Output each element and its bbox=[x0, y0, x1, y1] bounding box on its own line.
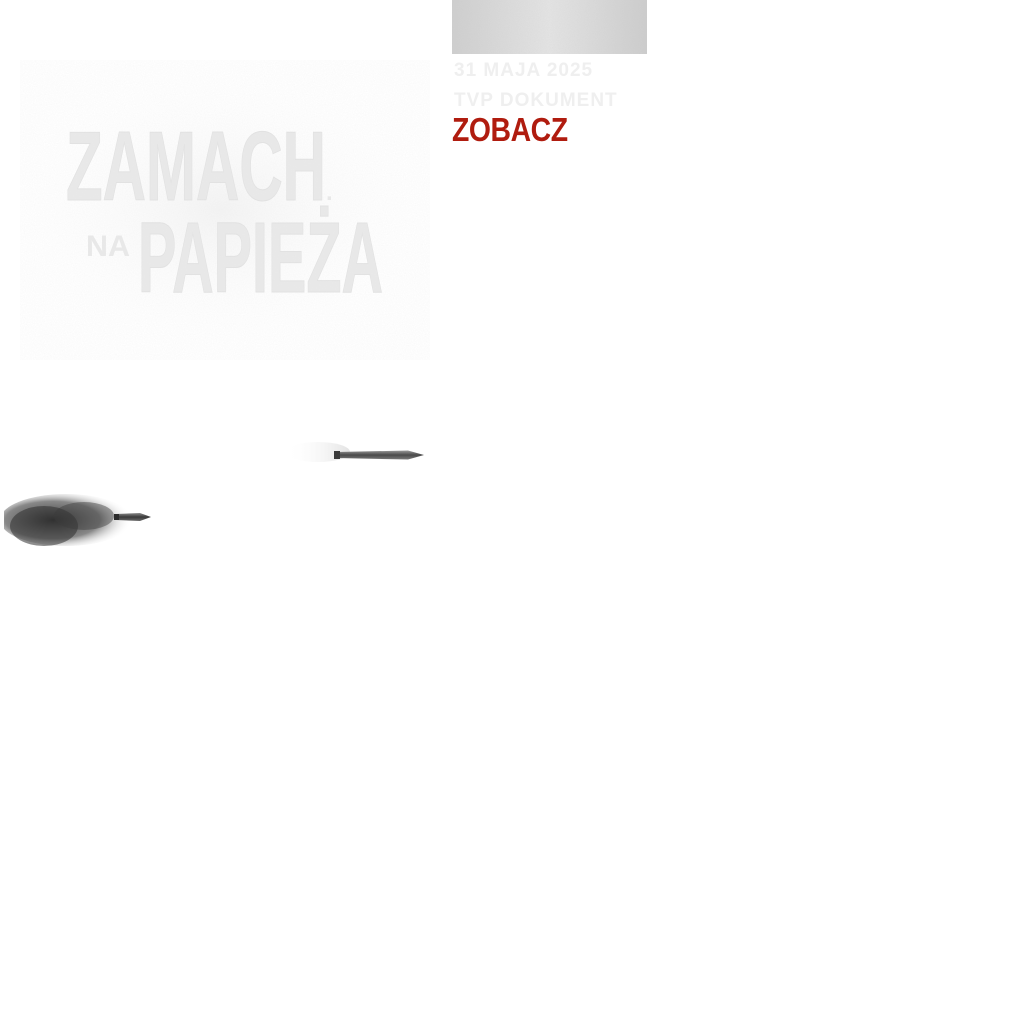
title-logo: ZAMACH . NA PAPIEŻA bbox=[20, 60, 430, 360]
bullet-icon bbox=[288, 438, 428, 472]
watch-link[interactable]: ZOBACZ bbox=[452, 111, 568, 148]
tagline-channel: TVP DOKUMENT bbox=[454, 90, 618, 111]
poster-image bbox=[452, 0, 647, 54]
tagline-date: 31 MAJA 2025 bbox=[454, 60, 594, 81]
smoke-bullet-icon bbox=[4, 488, 184, 568]
